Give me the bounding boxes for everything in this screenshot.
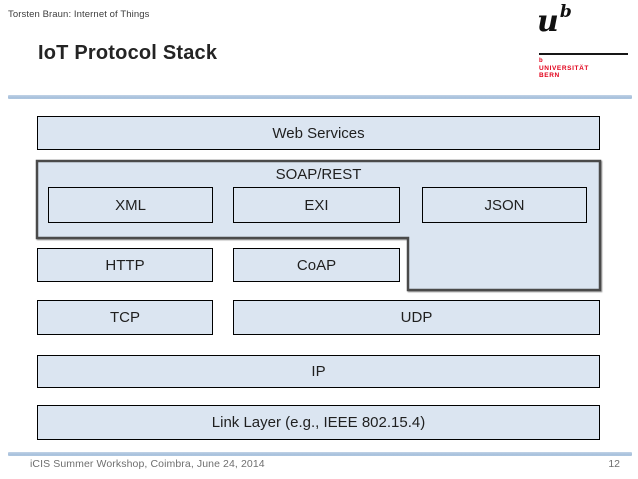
top-divider-rule xyxy=(8,95,632,99)
box-json: JSON xyxy=(422,187,587,223)
logo-divider-rule xyxy=(539,53,628,55)
logo-caption: b UNIVERSITÄT BERN xyxy=(539,58,589,80)
ub-wordmark-b: b xyxy=(559,2,572,22)
logo-caption-line2: BERN xyxy=(539,72,560,80)
university-bern-logo: ub b UNIVERSITÄT BERN xyxy=(537,4,632,79)
page-title: IoT Protocol Stack xyxy=(38,42,218,64)
soap-rest-label: SOAP/REST xyxy=(275,165,362,183)
box-coap: CoAP xyxy=(233,248,400,282)
footer-page-number: 12 xyxy=(608,458,620,470)
box-tcp: TCP xyxy=(37,300,213,335)
ub-wordmark-u: u xyxy=(537,4,559,39)
footer-workshop-label: iCIS Summer Workshop, Coimbra, June 24, … xyxy=(30,458,265,470)
box-http: HTTP xyxy=(37,248,213,282)
ub-wordmark: ub xyxy=(537,4,632,37)
box-ip: IP xyxy=(37,355,600,388)
box-exi: EXI xyxy=(233,187,400,223)
box-link-layer: Link Layer (e.g., IEEE 802.15.4) xyxy=(37,405,600,440)
box-udp: UDP xyxy=(233,300,600,335)
logo-caption-sup: b xyxy=(539,58,543,64)
box-xml: XML xyxy=(48,187,213,223)
bottom-divider-rule xyxy=(8,452,632,456)
box-web-services: Web Services xyxy=(37,116,600,150)
logo-caption-line1: UNIVERSITÄT xyxy=(539,64,589,72)
course-header-label: Torsten Braun: Internet of Things xyxy=(8,9,150,20)
